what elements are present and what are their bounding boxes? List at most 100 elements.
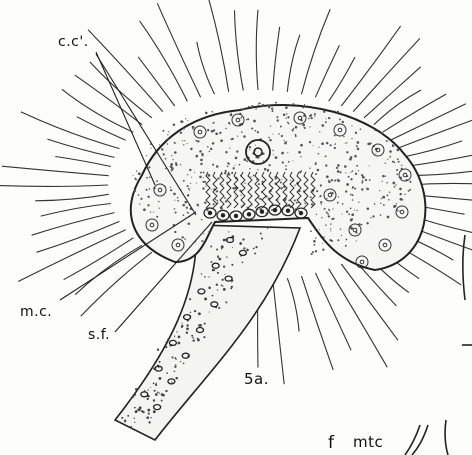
stipple-dot bbox=[321, 124, 324, 127]
stipple-dot bbox=[147, 196, 149, 198]
stipple-dot bbox=[174, 231, 176, 233]
stipple-dot bbox=[322, 243, 323, 244]
stipple-dot bbox=[241, 108, 243, 110]
ring-cell-nucleus bbox=[208, 211, 211, 214]
stalk-dot bbox=[267, 228, 268, 229]
stipple-dot bbox=[326, 211, 328, 213]
stipple-dot bbox=[322, 249, 324, 251]
stipple-dot bbox=[375, 153, 376, 154]
stipple-dot bbox=[386, 140, 388, 142]
stipple-dot bbox=[259, 208, 260, 209]
stipple-dot bbox=[249, 149, 250, 150]
stipple-dot bbox=[174, 142, 176, 144]
stalk-dot bbox=[231, 281, 232, 282]
stipple-dot bbox=[255, 145, 256, 146]
stipple-dot bbox=[387, 159, 388, 160]
stipple-dot bbox=[402, 199, 404, 201]
stipple-dot bbox=[342, 204, 343, 205]
ray bbox=[390, 104, 466, 140]
ray bbox=[353, 38, 420, 111]
stalk-dot bbox=[161, 400, 163, 402]
stipple-dot bbox=[189, 169, 191, 171]
stipple-dot bbox=[312, 191, 313, 192]
stalk-dot bbox=[186, 327, 189, 330]
stipple-dot bbox=[170, 163, 173, 166]
stalk-dot bbox=[183, 362, 185, 364]
stipple-dot bbox=[370, 217, 371, 218]
stipple-dot bbox=[247, 118, 249, 120]
stipple-dot bbox=[323, 110, 325, 112]
stipple-dot bbox=[268, 106, 270, 108]
stipple-dot bbox=[348, 213, 350, 215]
stipple-dot bbox=[346, 183, 349, 186]
stipple-dot bbox=[327, 213, 329, 215]
stalk-dot bbox=[127, 415, 129, 417]
stipple-dot bbox=[182, 140, 183, 141]
stipple-dot bbox=[356, 145, 358, 147]
stipple-dot bbox=[287, 152, 288, 153]
stipple-dot bbox=[243, 135, 246, 138]
stalk-dot bbox=[159, 392, 160, 393]
stipple-dot bbox=[309, 115, 311, 117]
stipple-dot bbox=[287, 116, 289, 118]
stipple-dot bbox=[361, 182, 363, 184]
stipple-dot bbox=[351, 213, 354, 216]
stipple-dot bbox=[314, 113, 316, 115]
stipple-dot bbox=[294, 185, 295, 186]
stipple-dot bbox=[309, 126, 310, 127]
stipple-dot bbox=[167, 134, 168, 135]
stipple-dot bbox=[167, 143, 169, 145]
stipple-dot bbox=[165, 168, 166, 169]
stipple-dot bbox=[215, 199, 217, 201]
stipple-dot bbox=[352, 199, 354, 201]
stipple-dot bbox=[344, 165, 347, 168]
stipple-dot bbox=[271, 209, 273, 211]
stipple-dot bbox=[298, 151, 301, 154]
stipple-dot bbox=[202, 187, 204, 189]
ray bbox=[75, 245, 142, 294]
ring-cell-nucleus bbox=[273, 208, 276, 211]
stipple-dot bbox=[346, 151, 348, 153]
stipple-dot bbox=[334, 180, 336, 182]
stipple-dot bbox=[317, 169, 320, 172]
stipple-dot bbox=[401, 165, 402, 166]
stipple-dot bbox=[382, 175, 385, 178]
stipple-dot bbox=[175, 162, 177, 164]
stipple-dot bbox=[269, 164, 271, 166]
stipple-dot bbox=[195, 140, 197, 142]
stalk-dot bbox=[134, 417, 135, 418]
stipple-dot bbox=[399, 193, 401, 195]
stipple-dot bbox=[311, 117, 313, 119]
stalk-dot bbox=[194, 310, 196, 312]
stalk-dot bbox=[153, 383, 155, 385]
stipple-dot bbox=[304, 203, 306, 205]
ring-cell-nucleus bbox=[221, 214, 224, 217]
stipple-dot bbox=[350, 219, 353, 222]
stipple-dot bbox=[258, 183, 260, 185]
stalk-dot bbox=[223, 288, 226, 291]
stipple-dot bbox=[316, 214, 317, 215]
stipple-dot bbox=[308, 118, 310, 120]
stipple-dot bbox=[148, 188, 150, 190]
ray bbox=[47, 139, 114, 157]
stipple-dot bbox=[133, 189, 136, 192]
stalk-dot bbox=[175, 364, 176, 365]
stipple-dot bbox=[332, 209, 333, 210]
stipple-dot bbox=[334, 110, 335, 111]
stipple-dot bbox=[219, 132, 221, 134]
stipple-dot bbox=[167, 139, 169, 141]
stipple-dot bbox=[325, 118, 326, 119]
stipple-dot bbox=[198, 205, 199, 206]
stipple-dot bbox=[163, 153, 165, 155]
stipple-dot bbox=[253, 120, 256, 123]
stipple-dot bbox=[210, 246, 212, 248]
ray bbox=[383, 94, 446, 132]
stipple-dot bbox=[228, 122, 230, 124]
stipple-dot bbox=[369, 165, 370, 166]
stipple-dot bbox=[350, 172, 351, 173]
stipple-dot bbox=[352, 194, 354, 196]
stipple-dot bbox=[325, 121, 327, 123]
stipple-dot bbox=[258, 102, 260, 104]
stipple-dot bbox=[410, 189, 411, 190]
stalk-dot bbox=[152, 366, 154, 368]
